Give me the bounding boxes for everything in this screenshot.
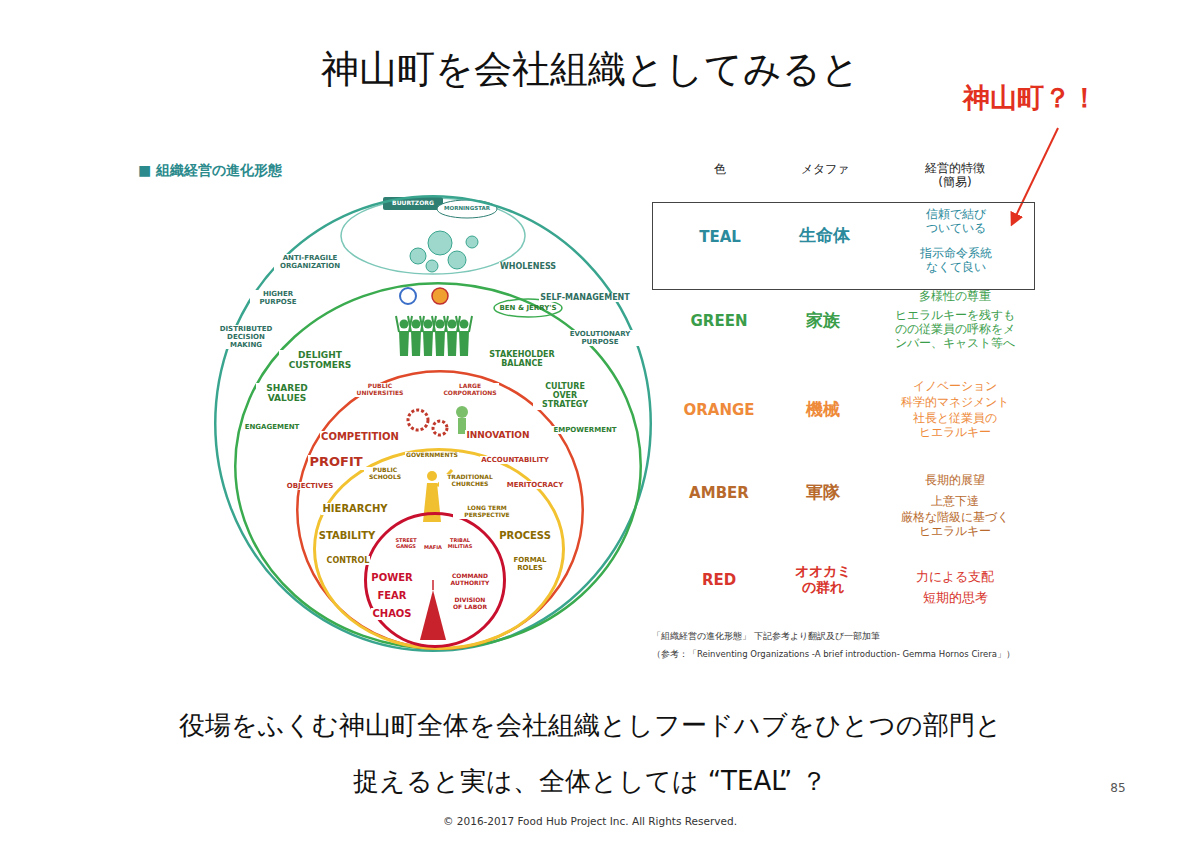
callout-text: 神山町？！: [963, 82, 1098, 113]
section-heading: ■ 組織経営の進化形態: [138, 162, 282, 178]
callout-arrow: [1012, 128, 1058, 224]
table-cell: ヒエラルキーを残すものの従業員の呼称をメンバー、キャスト等へ: [892, 309, 1018, 350]
node-text: CHAOS: [371, 608, 412, 620]
node-text: COMPETITION: [320, 431, 400, 443]
node-text: 生命体: [799, 226, 850, 246]
node-text: BEN & JERRY'S: [500, 304, 557, 312]
table-cell: 多様性の尊重: [919, 290, 991, 304]
table-cell: 家族: [806, 311, 840, 331]
node-text: FORMAL ROLES: [507, 556, 554, 572]
node-text: TRIBAL MILITIAS: [442, 538, 478, 550]
node-text: DIVISION OF LABOR: [449, 597, 491, 611]
node-text: STABILITY: [318, 530, 376, 542]
node-text: FEAR: [376, 590, 407, 602]
green-logos: [400, 288, 562, 317]
table-cell: 社長と従業員のヒエラルキー: [910, 412, 1000, 440]
node-text: DISTRIBUTED DECISION MAKING: [215, 325, 277, 349]
node-text: COMMAND AUTHORITY: [444, 573, 496, 587]
node-text: PROCESS: [498, 530, 552, 542]
page-number: 85: [1110, 782, 1125, 796]
node-text: PUBLIC SCHOOLS: [364, 467, 406, 481]
node-text: TRADITIONAL CHURCHES: [439, 474, 501, 488]
node-text: TEAL: [699, 229, 741, 246]
teal-row-box: TEAL 生命体 信頼で結びついている指示命令系統なくて良い: [652, 202, 1035, 290]
footnote: （参考：「Reinventing Organizations -A brief …: [652, 650, 1015, 660]
node-text: GOVERNMENTS: [405, 452, 459, 459]
node-text: PROFIT: [308, 455, 363, 470]
node-text: ACCOUNTABILITY: [480, 456, 550, 464]
table-cell: ORANGE: [683, 402, 754, 419]
node-text: LARGE CORPORATIONS: [442, 383, 499, 397]
node-text: ANTI-FRAGILE ORGANIZATION: [274, 254, 346, 270]
node-text: HIGHER PURPOSE: [250, 290, 307, 306]
table-cell: 上意下達: [931, 495, 979, 509]
orange-circle: PUBLIC UNIVERSITIES LARGE CORPORATIONS COM…: [296, 370, 584, 650]
amber-circle: GOVERNMENTS PUBLIC SCHOOLS TRADITIONAL CHU…: [313, 448, 565, 650]
node-text: POWER: [370, 572, 413, 584]
node-text: SHARED VALUES: [256, 383, 318, 404]
node-text: OBJECTIVES: [286, 482, 334, 490]
node-text: BUURTZORG: [392, 200, 434, 207]
table-cell: 軍隊: [806, 483, 840, 503]
teal-top-ellipse: [341, 197, 525, 274]
table-cell: 短期的思考: [923, 591, 988, 606]
node-text: EMPOWERMENT: [552, 426, 617, 434]
node-text: 指示命令系統なくて良い: [918, 247, 994, 275]
node-text: STAKEHOLDER BALANCE: [481, 350, 563, 368]
copyright: © 2016-2017 Food Hub Project Inc. All Ri…: [443, 815, 737, 827]
table-cell: 長期的展望: [925, 474, 985, 488]
node-text: 信頼で結びついている: [923, 208, 989, 236]
node-text: SELF-MANAGEMENT: [539, 293, 631, 302]
orange-gears: [408, 406, 468, 435]
red-tent: [420, 580, 446, 640]
node-text: MORNINGSTAR: [444, 205, 490, 211]
node-text: MAFIA: [423, 545, 443, 551]
red-circle: STREET GANGSMAFIATRIBAL MILITIAS POWER FEA…: [364, 512, 506, 648]
node-text: MERITOCRACY: [506, 481, 565, 489]
node-text: CONTROL: [326, 556, 371, 565]
table-cell: オオカミの群れ: [794, 563, 852, 595]
node-text: LONG TERM PERSPECTIVE: [453, 505, 521, 519]
node-text: INNOVATION: [465, 430, 530, 440]
slide-caption: 役場をふくむ神山町全体を会社組織としフードハブをひとつの部門と 捉えると実は、全…: [175, 697, 1005, 809]
table-cell: 科学的マネジメント: [901, 396, 1009, 410]
table-cell: RED: [702, 572, 736, 589]
node-text: STREET GANGS: [390, 538, 422, 550]
table-cell: イノベーション: [913, 380, 997, 394]
node-text: PUBLIC UNIVERSITIES: [354, 383, 406, 397]
node-text: ENGAGEMENT: [244, 423, 301, 431]
table-header: 経営的特徴 (簡易): [915, 162, 995, 190]
footnote: 「組織経営の進化形態」 下記参考より翻訳及び一部加筆: [652, 632, 880, 642]
teal-circle: BUURTZORG MORNINGSTAR ANTI-FRAGILE ORGANIZ…: [214, 195, 652, 652]
green-people: [396, 316, 472, 356]
table-header: 色: [714, 163, 726, 177]
table-header: メタファ: [801, 163, 849, 177]
node-text: WHOLENESS: [499, 262, 557, 271]
table-cell: 厳格な階級に基づくヒエラルキー: [899, 511, 1011, 539]
node-text: CULTURE OVER STRATEGY: [533, 382, 597, 410]
node-text: HIERARCHY: [321, 503, 388, 515]
table-cell: 力による支配: [916, 570, 994, 585]
node-text: EVOLUTIONARY PURPOSE: [562, 330, 639, 346]
table-cell: 機械: [806, 400, 840, 420]
table-cell: GREEN: [691, 313, 748, 330]
node-text: DELIGHT CUSTOMERS: [279, 350, 361, 371]
table-cell: AMBER: [689, 485, 749, 502]
